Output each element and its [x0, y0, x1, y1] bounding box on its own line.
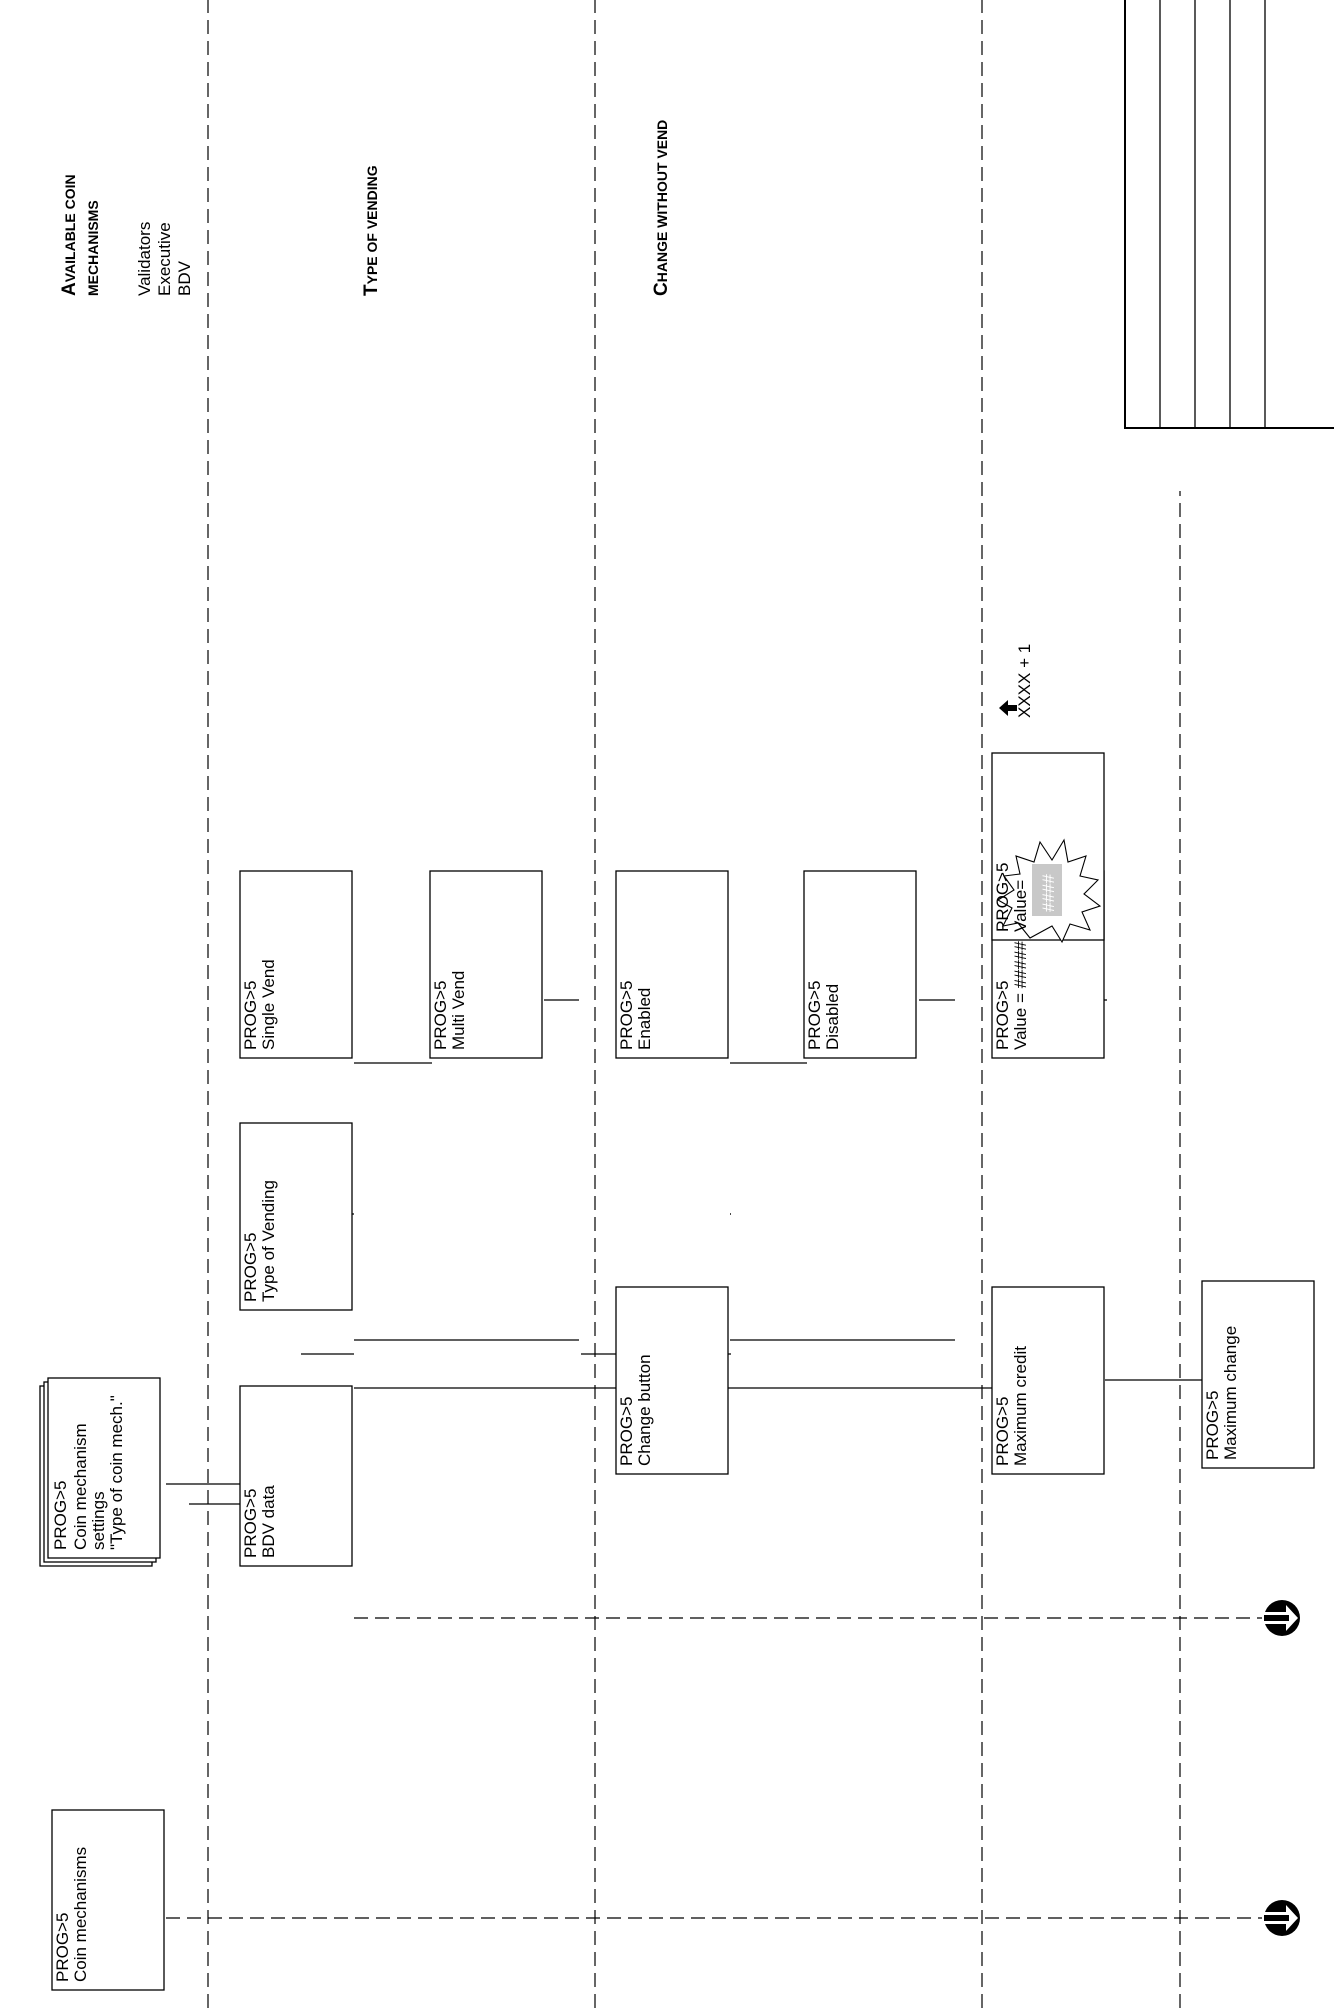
coin-item-validators: Validators [135, 222, 154, 296]
svg-text:PROG>5: PROG>5 [241, 981, 260, 1050]
coin-item-bdv: BDV [175, 260, 194, 296]
box-coin-mechanism-settings[interactable]: PROG>5 Coin mechanism settings "Type of … [39, 1377, 161, 1567]
svg-text:Coin mechanisms: Coin mechanisms [71, 1847, 90, 1982]
svg-text:PROG>5: PROG>5 [617, 1397, 636, 1466]
key-increase: XXXX + 1 [999, 644, 1034, 718]
box-value-editing[interactable]: #### PROG>5 Value= [991, 752, 1105, 944]
svg-text:XXXX + 1: XXXX + 1 [1015, 644, 1034, 718]
box-multi-vend[interactable]: PROG>5 Multi Vend [429, 870, 543, 1059]
svg-text:Multi Vend: Multi Vend [449, 971, 468, 1050]
svg-text:PROG>5: PROG>5 [53, 1913, 72, 1982]
box-enabled[interactable]: PROG>5 Enabled [615, 870, 729, 1059]
svg-text:Change button: Change button [635, 1354, 654, 1466]
box-single-vend[interactable]: PROG>5 Single Vend [239, 870, 353, 1059]
svg-text:BDV data: BDV data [259, 1485, 278, 1558]
svg-text:AVAILABLE COIN: AVAILABLE COIN [59, 174, 80, 296]
svg-text:"Type of coin mech.": "Type of coin mech." [107, 1395, 126, 1550]
svg-text:PROG>5: PROG>5 [617, 981, 636, 1050]
svg-text:settings: settings [89, 1491, 108, 1550]
svg-text:PROG>5: PROG>5 [241, 1233, 260, 1302]
exit-icon [1264, 1600, 1300, 1636]
editing-value: #### [1039, 874, 1058, 912]
box-maximum-change[interactable]: PROG>5 Maximum change [1201, 1280, 1315, 1469]
svg-text:PROG>5: PROG>5 [805, 981, 824, 1050]
svg-text:Type of Vending: Type of Vending [259, 1180, 278, 1302]
svg-text:PROG>5: PROG>5 [241, 1489, 260, 1558]
svg-text:PROG>5: PROG>5 [993, 981, 1012, 1050]
svg-text:Value = #####: Value = ##### [1011, 941, 1030, 1050]
heading-change-without-vend: CHANGE WITHOUT VEND [651, 120, 672, 296]
svg-text:MECHANISMS: MECHANISMS [85, 200, 101, 296]
svg-text:Disabled: Disabled [823, 984, 842, 1050]
svg-text:Coin mechanism: Coin mechanism [71, 1423, 90, 1550]
svg-text:Maximum change: Maximum change [1221, 1326, 1240, 1460]
svg-text:Enabled: Enabled [635, 988, 654, 1050]
exit-icon [1264, 1900, 1300, 1936]
box-change-button[interactable]: PROG>5 Change button [615, 1286, 729, 1475]
box-type-of-vending[interactable]: PROG>5 Type of Vending [239, 1122, 353, 1311]
svg-text:Maximum credit: Maximum credit [1011, 1346, 1030, 1466]
heading-available-coin-mechanisms: AVAILABLE COIN MECHANISMS Validators Exe… [59, 174, 194, 296]
svg-text:PROG>5: PROG>5 [51, 1481, 70, 1550]
heading-type-of-vending: TYPE OF VENDING [361, 165, 382, 296]
box-disabled[interactable]: PROG>5 Disabled [803, 870, 917, 1059]
svg-text:PROG>5: PROG>5 [993, 863, 1012, 932]
box-bdv-data[interactable]: PROG>5 BDV data [239, 1385, 353, 1567]
svg-text:PROG>5: PROG>5 [431, 981, 450, 1050]
svg-text:PROG>5: PROG>5 [993, 1397, 1012, 1466]
keypad-panel [1124, 0, 1334, 429]
coin-item-executive: Executive [155, 222, 174, 296]
svg-text:Value=: Value= [1011, 880, 1030, 932]
svg-text:PROG>5: PROG>5 [1203, 1391, 1222, 1460]
box-maximum-credit[interactable]: PROG>5 Maximum credit [991, 1286, 1105, 1475]
svg-text:Single Vend: Single Vend [259, 959, 278, 1050]
box-coin-mechanisms[interactable]: PROG>5 Coin mechanisms [51, 1809, 165, 1991]
